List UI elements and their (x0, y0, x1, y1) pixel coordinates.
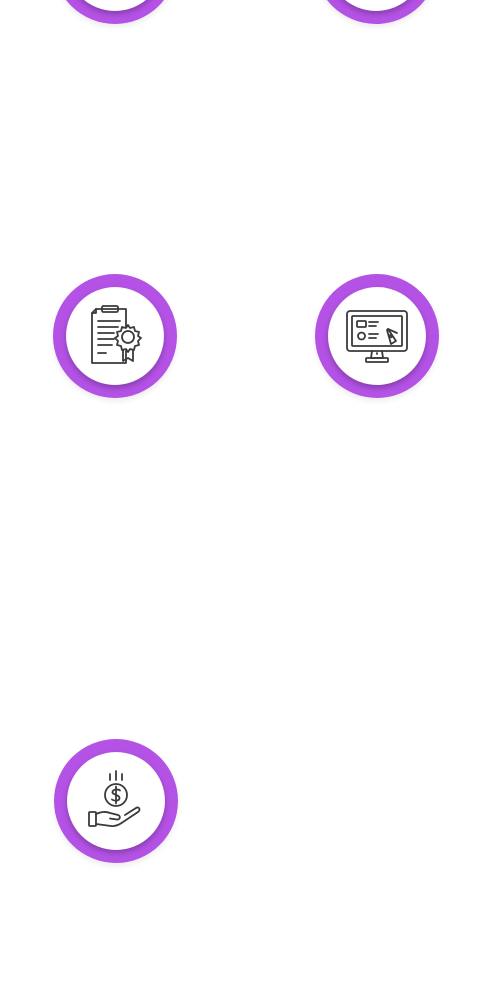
badge-inner (327, 0, 425, 11)
badge-monitor (315, 274, 439, 398)
monitor-design-icon (346, 310, 408, 363)
badge-top-left (53, 0, 177, 24)
badge-inner (67, 752, 165, 850)
hand-dollar-coin-icon (88, 770, 141, 827)
badge-inner (66, 287, 164, 385)
badge-inner (66, 0, 164, 11)
badge-inner (328, 287, 426, 385)
badge-top-right (314, 0, 438, 24)
certificate-document-icon (91, 305, 142, 364)
badge-certificate (53, 274, 177, 398)
badge-hand-coin (54, 739, 178, 863)
